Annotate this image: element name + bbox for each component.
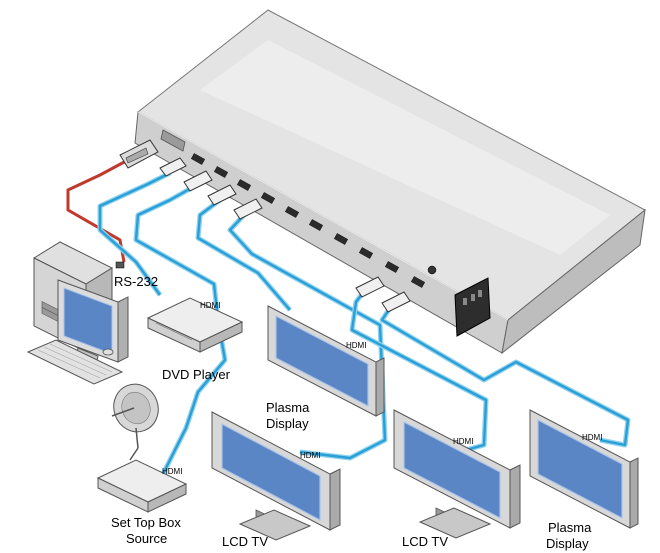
lcd-tv-1-label: LCD TV [222,534,268,549]
set-top-box-sublabel: Source [126,531,167,546]
computer-icon [26,241,129,385]
power-socket-icon [454,277,491,337]
lcd-tv-2-label: LCD TV [402,534,448,549]
dvd-player-icon [146,297,244,353]
stb-hdmi-tag: HDMI [162,467,182,476]
set-top-box-icon [96,459,188,513]
plasma-display-icon [529,409,639,529]
lcd2-hdmi-tag: HDMI [453,437,473,446]
plasma-display-1-sublabel: Display [266,416,309,431]
lcd1-hdmi-tag: HDMI [300,451,320,460]
plasma1-hdmi-tag: HDMI [346,341,366,350]
plasma2-hdmi-tag: HDMI [582,433,602,442]
plasma-display-2-sublabel: Display [546,536,589,551]
plasma-display-2-label: Plasma [548,520,592,535]
hdmi-port-row [190,153,426,288]
set-top-box-label: Set Top Box [111,515,181,530]
lcd-tv-icon [211,411,341,541]
rs232-plug [119,139,159,169]
lcd-tv-icon [393,409,521,539]
dvd-hdmi-tag: HDMI [200,301,220,310]
rs232-cable [66,158,129,263]
matrix-switcher-icon [134,9,646,355]
plasma-display-1-label: Plasma [266,400,310,415]
hdmi-plugs [159,157,411,313]
rs232-label: RS-232 [114,274,158,289]
dvd-player-label: DVD Player [162,367,231,382]
satellite-dish-icon [111,383,159,461]
hdmi-cables [97,170,631,482]
plasma-display-icon [267,305,385,417]
